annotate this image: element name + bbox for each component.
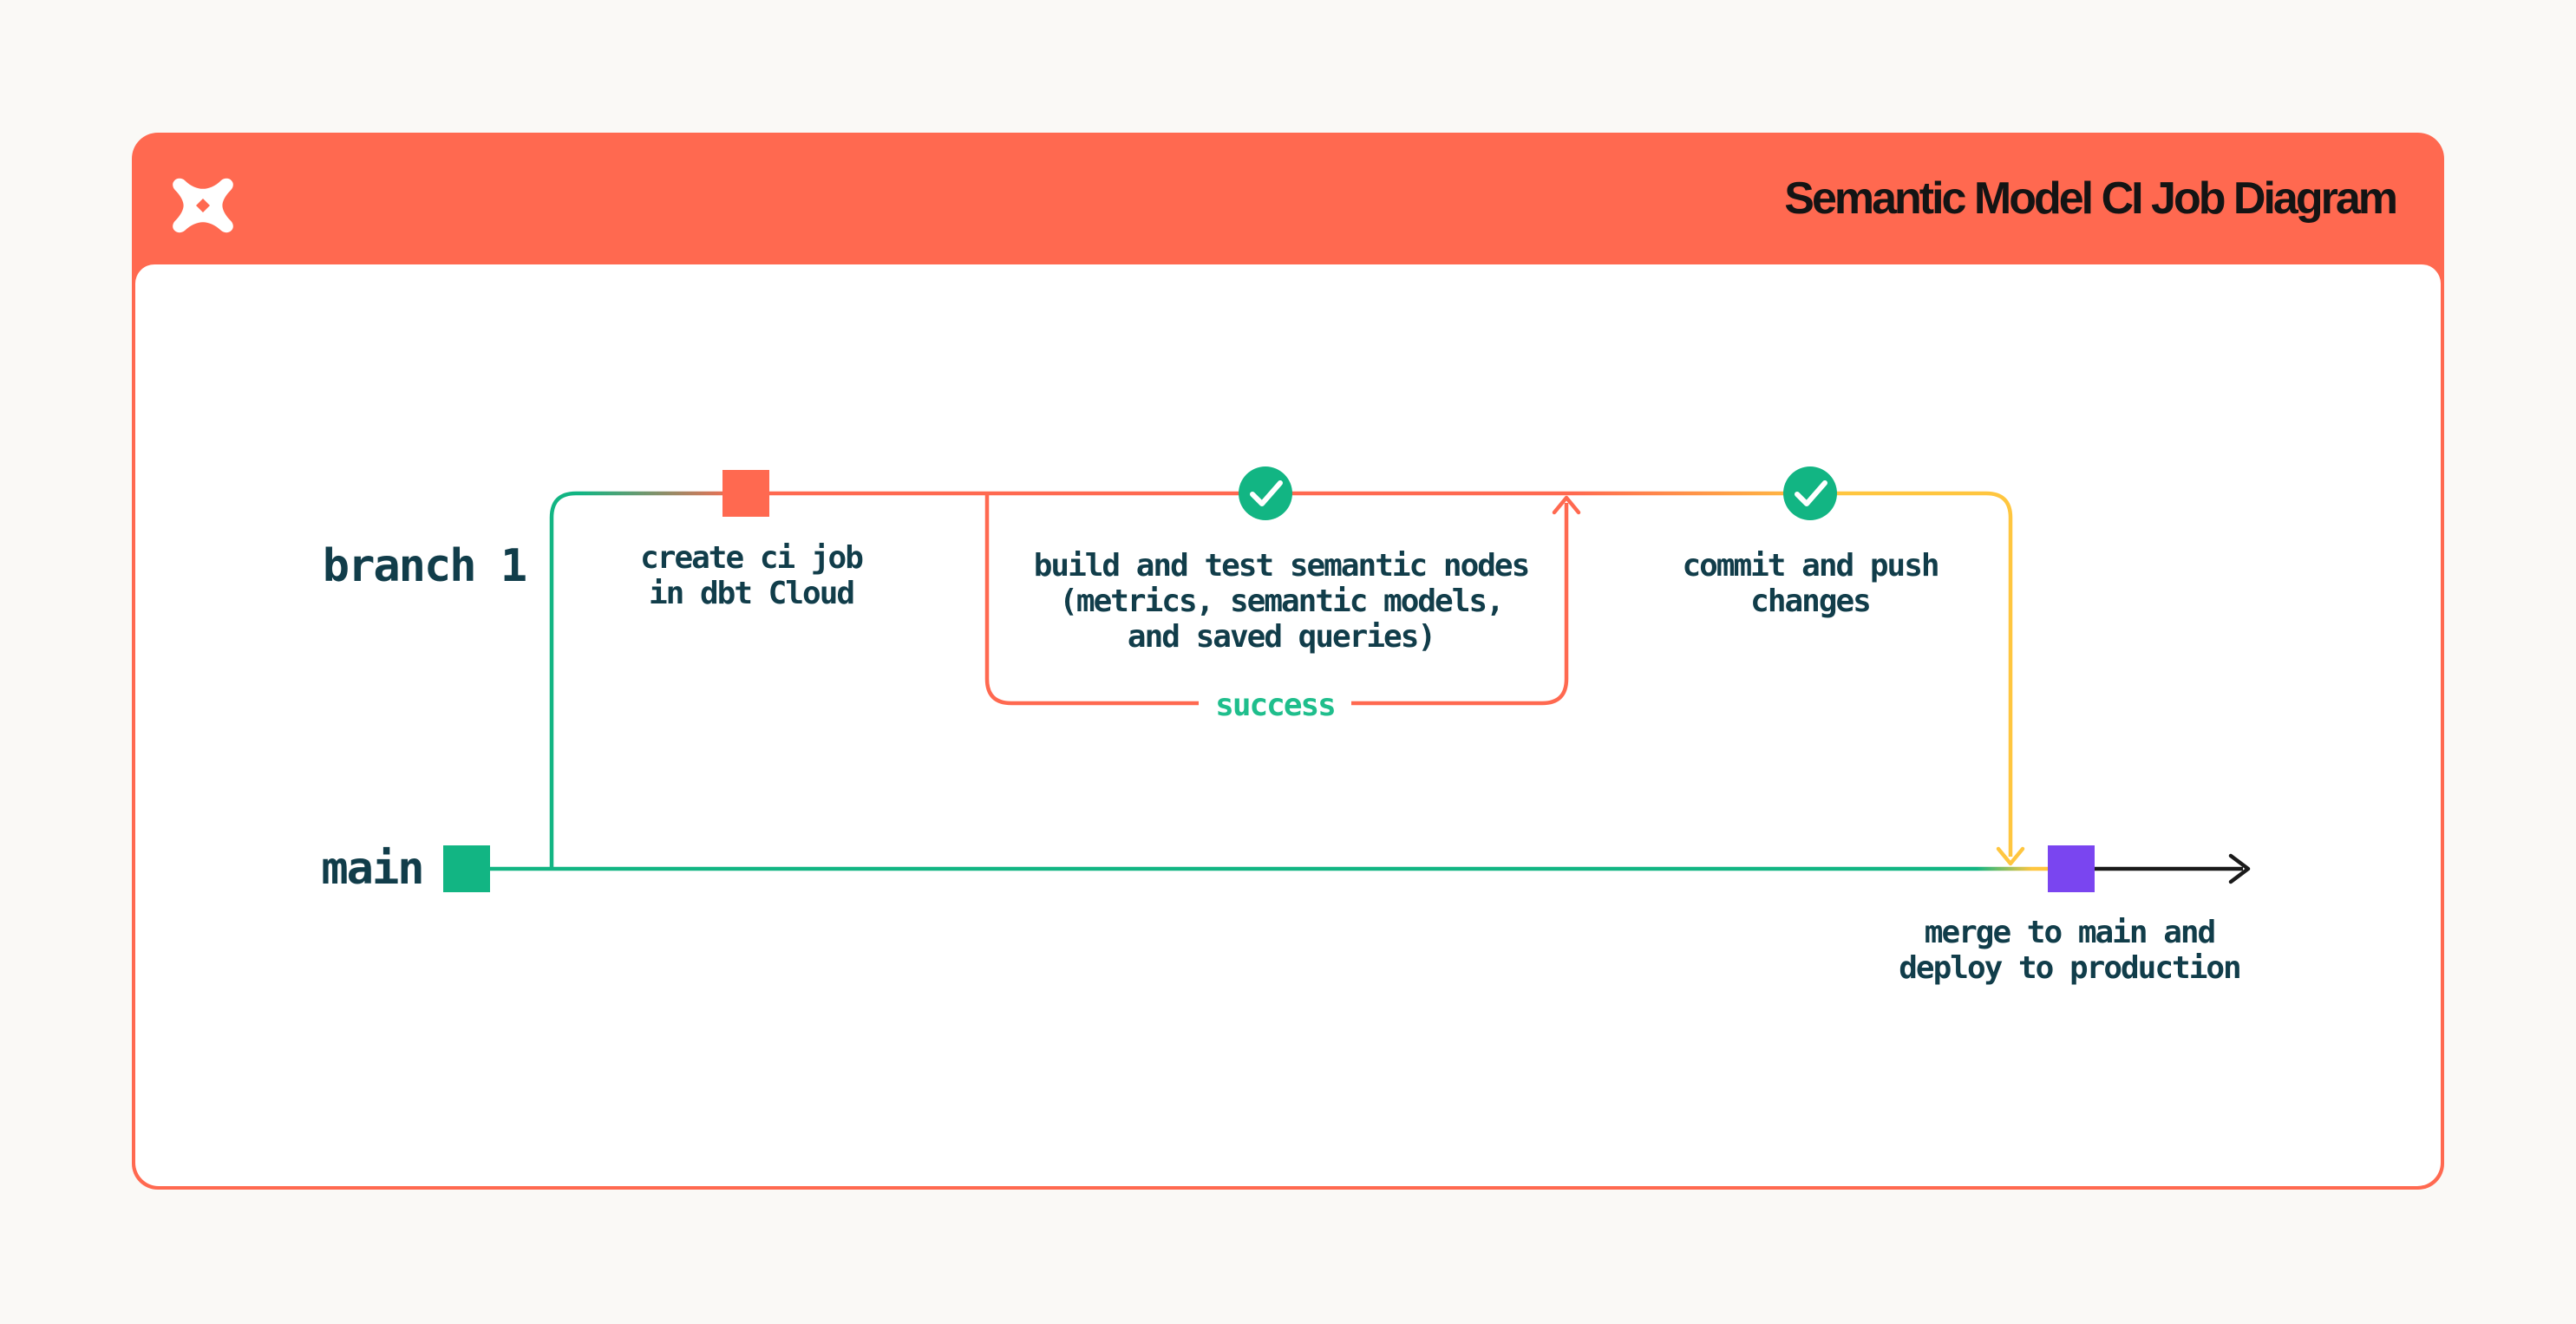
right-arrowhead-icon (2228, 853, 2251, 884)
diagram-card: Semantic Model CI Job Diagram (132, 133, 2444, 1190)
node-create-ci-job-label: create ci job in dbt Cloud (640, 540, 864, 611)
success-loop-arrowhead-icon (1552, 495, 1581, 515)
branch-1-label: branch 1 (322, 540, 527, 592)
node-build-test-label: build and test semantic nodes (metrics, … (1033, 548, 1531, 655)
dbt-logo-icon (173, 178, 233, 233)
merge-commit-square (2048, 845, 2095, 892)
page-title: Semantic Model CI Job Diagram (1784, 173, 2398, 224)
commit-push-check-icon (1783, 466, 1837, 520)
build-test-check-icon (1239, 466, 1292, 520)
card-body (135, 264, 2441, 1186)
main-label: main (321, 843, 424, 895)
main-commit-square (443, 845, 490, 892)
success-label: success (1215, 688, 1337, 723)
merge-arrowhead-icon (1996, 846, 2025, 866)
create-ci-job-square (722, 470, 769, 517)
card-header: Semantic Model CI Job Diagram (132, 133, 2444, 264)
node-commit-push-label: commit and push changes (1682, 548, 1939, 619)
node-merge-deploy-label: merge to main and deploy to production (1899, 915, 2241, 986)
success-loop-line (984, 495, 1569, 706)
